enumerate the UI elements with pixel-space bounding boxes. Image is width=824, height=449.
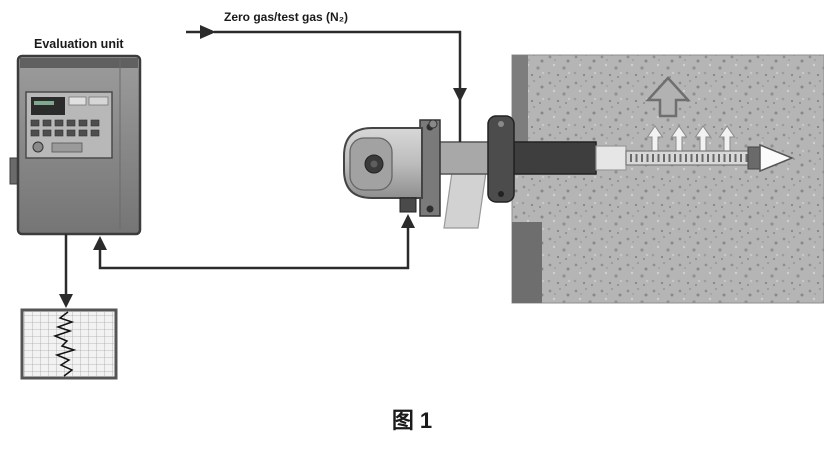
housing-top-cap — [20, 58, 138, 68]
keypad-buttons — [30, 119, 100, 137]
probe-coupling — [595, 145, 627, 171]
flange-bolt — [498, 121, 504, 127]
label-strip — [68, 96, 87, 106]
display-screen — [31, 97, 65, 115]
zero-gas-feed-arrow-icon — [200, 25, 216, 39]
recorder — [20, 308, 118, 380]
recorder-arrow-down-icon — [59, 294, 73, 308]
evaluation-unit-label: Evaluation unit — [34, 37, 124, 51]
signal-line — [93, 214, 415, 270]
flange-bolt — [498, 191, 504, 197]
purge-hood — [443, 171, 487, 229]
display-readout — [34, 101, 54, 105]
keypad-knob — [32, 141, 44, 153]
label-strip — [88, 96, 109, 106]
duct-wall-upper — [512, 55, 528, 147]
probe-assembly — [513, 141, 794, 175]
gas-flow-arrow-large-icon — [645, 76, 691, 118]
reflector-mount — [747, 146, 761, 170]
probe-reflector-icon — [759, 143, 794, 173]
analyzer-knob-center — [370, 160, 378, 168]
analyzer-unit — [343, 115, 515, 229]
connection-tube — [437, 141, 495, 175]
zero-gas-line — [186, 25, 467, 142]
signal-arrow-up-unit-icon — [93, 236, 107, 250]
zero-gas-label: Zero gas/test gas (N₂) — [224, 10, 348, 24]
zero-gas-down-arrow-icon — [453, 88, 467, 102]
evaluation-unit — [9, 54, 142, 236]
figure-caption: 图 1 — [392, 408, 432, 433]
duct-flange — [487, 115, 515, 203]
recorder-trace — [52, 311, 77, 377]
flange-bolt — [426, 205, 434, 213]
flange-bolt — [428, 119, 438, 129]
duct-wall-lower — [512, 222, 542, 303]
recorder-line — [59, 234, 73, 308]
probe-inner-tube — [513, 141, 597, 175]
signal-connector — [399, 197, 417, 213]
signal-arrow-up-analyzer-icon — [401, 214, 415, 228]
probe-measuring-tube — [625, 150, 753, 166]
keypad-bar — [51, 142, 83, 153]
